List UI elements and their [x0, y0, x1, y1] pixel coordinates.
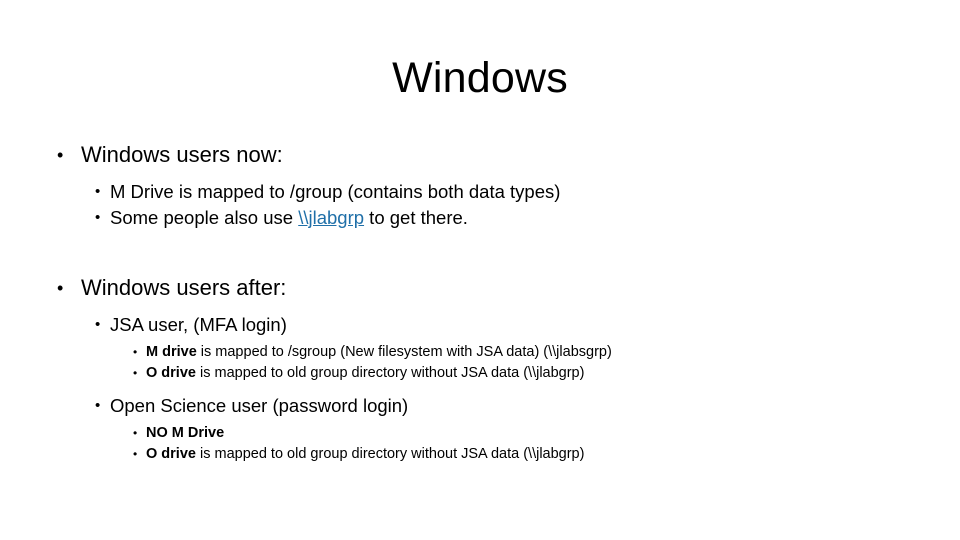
jlabgrp-share-link[interactable]: \\jlabgrp — [298, 207, 365, 228]
list-item: • O drive is mapped to old group directo… — [0, 444, 960, 465]
list-item: • JSA user, (MFA login) — [0, 312, 960, 338]
list-item-label: O drive is mapped to old group directory… — [146, 444, 584, 465]
section-heading: • Windows users after: — [0, 273, 960, 303]
text-run: is mapped to old group directory without… — [195, 365, 585, 381]
text-run-bold: NO M Drive — [146, 425, 225, 441]
text-run: Some people also use — [110, 207, 299, 228]
list-item: • NO M Drive — [0, 423, 960, 444]
list-item: • M Drive is mapped to /group (contains … — [0, 179, 960, 205]
list-item: • Some people also use \\jlabgrp to get … — [0, 205, 960, 231]
bullet-icon: • — [133, 366, 138, 380]
bullet-icon: • — [95, 316, 101, 333]
list-item-label: NO M Drive — [146, 423, 224, 444]
page-title: Windows — [392, 54, 568, 102]
bullet-icon: • — [133, 447, 138, 461]
text-run-bold: M drive — [146, 344, 197, 360]
list-item-label: JSA user, (MFA login) — [110, 314, 287, 335]
bullet-icon: • — [133, 426, 138, 440]
section-heading-label: Windows users after: — [81, 275, 287, 300]
list-item-label: Some people also use \\jlabgrp to get th… — [110, 205, 468, 231]
text-run: is mapped to old group directory without… — [195, 446, 585, 462]
slide-body: • Windows users now: • M Drive is mapped… — [0, 140, 960, 465]
list-item: • Open Science user (password login) — [0, 393, 960, 419]
section-heading: • Windows users now: — [0, 140, 960, 170]
bullet-icon: • — [57, 145, 64, 165]
bullet-icon: • — [133, 345, 138, 359]
section-windows-users-after: • Windows users after: • JSA user, (MFA … — [0, 273, 960, 465]
list-item-label: O drive is mapped to old group directory… — [146, 363, 584, 384]
bullet-icon: • — [95, 397, 101, 414]
text-run-bold: O drive — [146, 365, 196, 381]
bullet-icon: • — [95, 209, 101, 226]
text-run-bold: O drive — [146, 446, 196, 462]
text-run: is mapped to /sgroup (New filesystem wit… — [196, 344, 612, 360]
section-windows-users-now: • Windows users now: • M Drive is mapped… — [0, 140, 960, 231]
list-item-label: M drive is mapped to /sgroup (New filesy… — [146, 342, 612, 363]
text-run: to get there. — [364, 207, 468, 228]
list-item: • O drive is mapped to old group directo… — [0, 363, 960, 384]
bullet-icon: • — [95, 183, 101, 200]
bullet-icon: • — [57, 278, 64, 298]
list-item-label: M Drive is mapped to /group (contains bo… — [110, 181, 561, 202]
list-item-label: Open Science user (password login) — [110, 395, 409, 416]
section-heading-label: Windows users now: — [81, 142, 283, 167]
list-item: • M drive is mapped to /sgroup (New file… — [0, 342, 960, 363]
